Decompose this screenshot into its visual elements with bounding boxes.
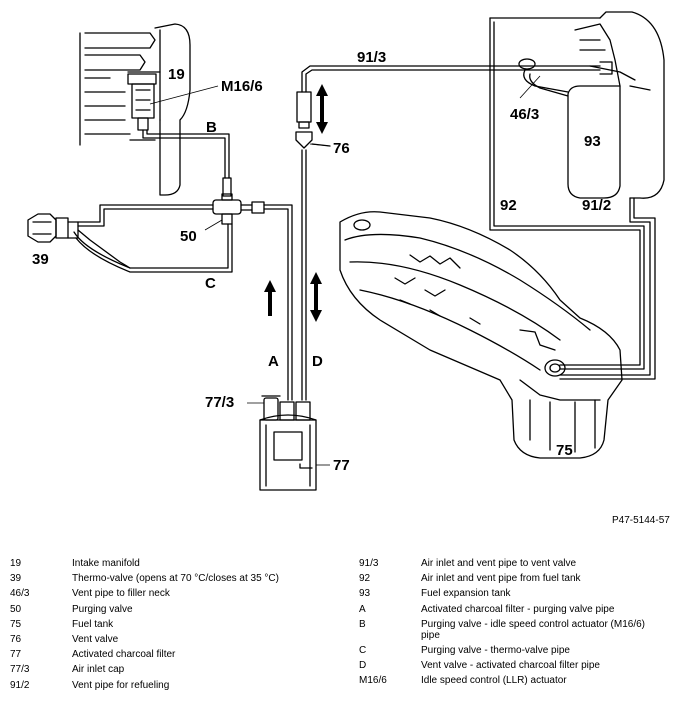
reference-code: P47-5144-57 <box>612 515 670 526</box>
legend-code: 91/2 <box>10 679 30 691</box>
fuel-vent-system-diagram: 19 M16/6 B 50 39 C A D 77/3 77 76 91/3 4… <box>27 11 670 526</box>
label-91-3: 91/3 <box>357 49 386 66</box>
leader-lines <box>149 75 541 466</box>
legend-code: D <box>359 659 367 671</box>
legend-code: 77/3 <box>10 664 30 676</box>
legend-code: A <box>359 603 366 615</box>
legend-desc: Vent pipe for refueling <box>72 679 170 691</box>
arrow-double-76 <box>316 84 328 134</box>
fuel-expansion-tank <box>567 11 665 199</box>
legend-code: 39 <box>10 573 22 585</box>
charcoal-filter <box>259 401 317 491</box>
legend-code: 50 <box>10 603 22 615</box>
intake-manifold <box>79 23 191 196</box>
label-b: B <box>206 119 217 136</box>
label-19: 19 <box>168 66 185 83</box>
label-77: 77 <box>333 457 350 474</box>
pipe-91-2 <box>559 197 656 380</box>
label-39: 39 <box>32 251 49 268</box>
arrow-double-d <box>310 272 322 322</box>
legend-code: M16/6 <box>359 675 387 687</box>
legend-code: 46/3 <box>10 588 30 600</box>
legend-desc: Vent valve - activated charcoal filter p… <box>421 659 600 671</box>
legend-code: 91/3 <box>359 558 379 569</box>
label-77-3: 77/3 <box>205 394 234 411</box>
pipe-91-3 <box>301 65 601 93</box>
thermo-valve <box>27 213 131 269</box>
label-d: D <box>312 353 323 370</box>
label-75: 75 <box>556 442 573 459</box>
legend-desc: Activated charcoal filter - purging valv… <box>421 603 615 615</box>
legend-desc: Fuel expansion tank <box>421 588 511 600</box>
legend-desc: Fuel tank <box>72 618 114 630</box>
legend-code: 76 <box>10 633 22 645</box>
legend-code: 75 <box>10 618 22 630</box>
label-93: 93 <box>584 133 601 150</box>
vent-pipe-filler-neck <box>518 58 613 97</box>
legend-code: 92 <box>359 573 371 585</box>
legend-desc: Activated charcoal filter <box>72 649 176 661</box>
fuel-tank <box>339 211 623 459</box>
legend-desc: Air inlet cap <box>72 664 125 676</box>
label-c: C <box>205 275 216 292</box>
legend-desc: Purging valve - idle speed control actua… <box>421 618 646 641</box>
label-92: 92 <box>500 197 517 214</box>
flow-arrows <box>264 84 328 322</box>
pipe-92 <box>489 17 645 370</box>
pipe-b <box>142 129 232 197</box>
legend-desc: Intake manifold <box>72 558 140 569</box>
diagram-labels: 19 M16/6 B 50 39 C A D 77/3 77 76 91/3 4… <box>32 49 670 526</box>
legend-code: 19 <box>10 558 22 569</box>
label-91-2: 91/2 <box>582 197 611 214</box>
purging-valve <box>212 193 265 225</box>
legend-code: 93 <box>359 588 371 600</box>
legend-desc: Idle speed control (LLR) actuator <box>421 675 567 687</box>
legend-code: B <box>359 618 366 630</box>
label-m16-6: M16/6 <box>221 78 263 95</box>
pipe-c <box>73 223 233 273</box>
legend-code: 77 <box>10 649 22 661</box>
legend-desc: Air inlet and vent pipe from fuel tank <box>421 573 581 585</box>
label-76: 76 <box>333 140 350 157</box>
pipe-d <box>301 149 307 401</box>
label-a: A <box>268 353 279 370</box>
legend-desc: Vent valve <box>72 633 119 645</box>
label-50: 50 <box>180 228 197 245</box>
air-inlet-cap <box>261 395 281 421</box>
label-46-3: 46/3 <box>510 106 539 123</box>
arrow-up-a <box>264 280 276 316</box>
idle-speed-actuator <box>127 73 157 131</box>
legend-code: C <box>359 644 367 656</box>
legend-desc: Purging valve <box>72 603 133 615</box>
legend-desc: Air inlet and vent pipe to vent valve <box>421 558 577 569</box>
legend-desc: Purging valve - thermo-valve pipe <box>421 644 570 656</box>
legend-desc: Thermo-valve (opens at 70 °C/closes at 3… <box>72 573 279 585</box>
pipe-purging-to-thermo <box>77 204 214 227</box>
vent-valve <box>295 91 331 149</box>
legend-desc: Vent pipe to filler neck <box>72 588 170 600</box>
pipe-a <box>263 204 293 401</box>
